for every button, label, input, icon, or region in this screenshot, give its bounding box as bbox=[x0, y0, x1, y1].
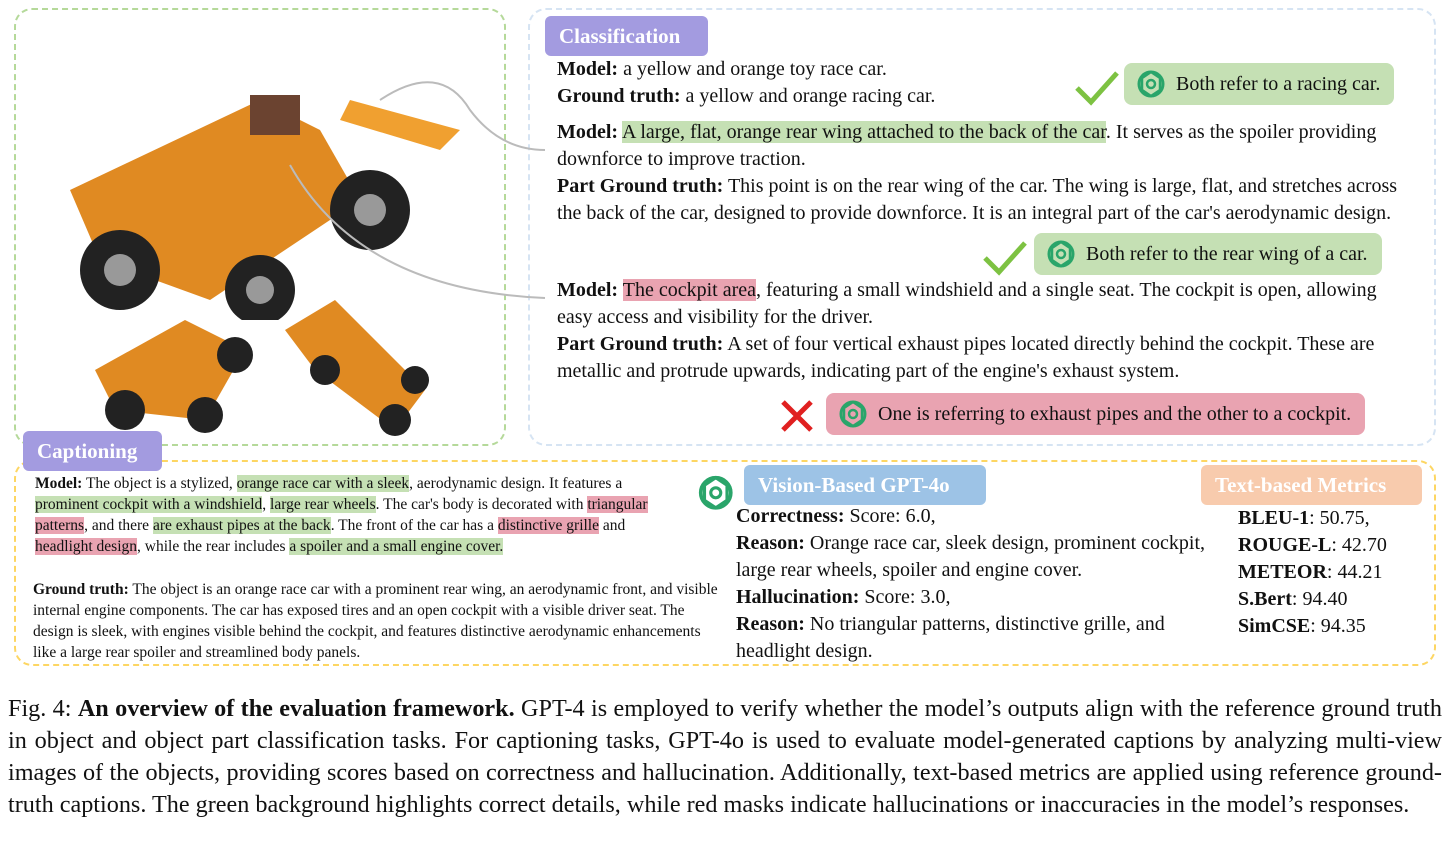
metric-item: METEOR: 44.21 bbox=[1238, 559, 1387, 586]
caption-text: . The front of the car has a bbox=[330, 517, 498, 534]
connector-lines bbox=[289, 81, 546, 299]
cross-icon bbox=[781, 400, 813, 432]
label: Part Ground truth: bbox=[557, 175, 724, 197]
verdict-text: Both refer to the rear wing of a car. bbox=[1086, 243, 1368, 265]
verdict-bubble-3: One is referring to exhaust pipes and th… bbox=[826, 393, 1366, 435]
metric-value: : 94.40 bbox=[1291, 588, 1348, 610]
caption-text: , bbox=[262, 496, 271, 513]
label: Part Ground truth: bbox=[557, 333, 724, 355]
metric-name: ROUGE-L bbox=[1238, 534, 1332, 556]
caption-ground-truth: Ground truth: The object is an orange ra… bbox=[33, 579, 723, 663]
highlight-incorrect: headlight design bbox=[35, 538, 138, 555]
model-text: a yellow and orange toy race car. bbox=[618, 58, 887, 80]
caption-text: The object is a stylized, bbox=[82, 475, 237, 492]
image-panel bbox=[14, 8, 506, 446]
gt-text: a yellow and orange racing car. bbox=[680, 85, 936, 107]
metric-item: SimCSE: 94.35 bbox=[1238, 613, 1387, 640]
caption-text: , aerodynamic design. It features a bbox=[409, 475, 623, 492]
check-icon bbox=[983, 241, 1027, 276]
gt-text: This point is on the rear wing of the ca… bbox=[557, 175, 1398, 224]
highlight-correct: large rear wheels bbox=[270, 496, 376, 513]
metric-value: : 44.21 bbox=[1326, 561, 1383, 583]
race-car-main-image bbox=[70, 95, 460, 320]
race-car-view-right bbox=[285, 300, 429, 436]
verdict-bubble-1: Both refer to a racing car. bbox=[1124, 63, 1395, 105]
caption-text: , while the rear includes bbox=[137, 538, 290, 555]
metric-name: METEOR bbox=[1238, 561, 1327, 583]
highlight-correct: orange race car with a sleek bbox=[236, 475, 410, 492]
race-car-view-left bbox=[95, 320, 253, 433]
label: Ground truth: bbox=[557, 85, 681, 107]
gpt-icon bbox=[1137, 70, 1165, 98]
verdict-text: One is referring to exhaust pipes and th… bbox=[878, 403, 1352, 425]
verdict-bubble-2: Both refer to the rear wing of a car. bbox=[1034, 233, 1382, 275]
label: Hallucination: bbox=[736, 586, 860, 608]
correctness-score: Score: 6.0, bbox=[844, 505, 936, 527]
highlight-incorrect: The cockpit area bbox=[622, 279, 756, 301]
hallucination-score: Score: 3.0, bbox=[859, 586, 951, 608]
text-metrics-tag: Text-based Metrics bbox=[1201, 465, 1422, 505]
label: Correctness: bbox=[736, 505, 845, 527]
classification-item-2: Model: A large, flat, orange rear wing a… bbox=[557, 119, 1417, 227]
classification-panel bbox=[528, 8, 1436, 446]
gpt-icon bbox=[839, 400, 867, 428]
label: Model: bbox=[557, 58, 619, 80]
caption-model-output: Model: The object is a stylized, orange … bbox=[35, 473, 675, 557]
metric-name: BLEU-1 bbox=[1238, 507, 1310, 529]
vision-evaluation: Correctness: Score: 6.0, Reason: Orange … bbox=[736, 503, 1226, 665]
captioning-tag: Captioning bbox=[23, 431, 162, 471]
label: Model: bbox=[35, 475, 83, 492]
check-icon bbox=[1075, 71, 1119, 106]
caption-text: and bbox=[599, 517, 626, 534]
metric-item: ROUGE-L: 42.70 bbox=[1238, 532, 1387, 559]
caption-text: . The car's body is decorated with bbox=[375, 496, 588, 513]
metric-name: SimCSE bbox=[1238, 615, 1311, 637]
highlight-correct: prominent cockpit with a windshield bbox=[35, 496, 263, 513]
figure-caption: Fig. 4: An overview of the evaluation fr… bbox=[8, 693, 1442, 821]
label: Model: bbox=[557, 279, 619, 301]
label: Ground truth: bbox=[33, 581, 129, 598]
highlight-incorrect: distinctive grille bbox=[497, 517, 599, 534]
gt-text: A set of four vertical exhaust pipes loc… bbox=[557, 333, 1375, 382]
classification-item-3: Model: The cockpit area, featuring a sma… bbox=[557, 277, 1417, 385]
highlight-correct: A large, flat, orange rear wing attached… bbox=[622, 121, 1106, 143]
verdict-text: Both refer to a racing car. bbox=[1176, 73, 1381, 95]
figure-label: Fig. 4: bbox=[8, 695, 72, 722]
figure-title: An overview of the evaluation framework. bbox=[77, 695, 515, 722]
classification-item-1: Model: a yellow and orange toy race car.… bbox=[557, 56, 935, 110]
metric-item: BLEU-1: 50.75, bbox=[1238, 505, 1387, 532]
gt-text: The object is an orange race car with a … bbox=[33, 581, 718, 661]
metric-value: : 42.70 bbox=[1331, 534, 1387, 556]
label: Reason: bbox=[736, 613, 805, 635]
metric-name: S.Bert bbox=[1238, 588, 1292, 610]
model-text: . It serves as the spoiler providing dow… bbox=[557, 121, 1377, 170]
gpt-icon bbox=[1047, 240, 1075, 268]
reason-text: Orange race car, sleek design, prominent… bbox=[736, 532, 1206, 581]
gpt-icon bbox=[698, 475, 733, 510]
reason-text: No triangular patterns, distinctive gril… bbox=[736, 613, 1165, 662]
metric-value: : 94.35 bbox=[1310, 615, 1366, 637]
highlight-correct: are exhaust pipes at the back bbox=[152, 517, 331, 534]
label: Reason: bbox=[736, 532, 805, 554]
classification-tag: Classification bbox=[545, 16, 708, 56]
figure-text: GPT-4 is employed to verify whether the … bbox=[8, 695, 1442, 818]
caption-text: , and there bbox=[84, 517, 153, 534]
model-text: , featuring a small windshield and a sin… bbox=[557, 279, 1377, 328]
highlight-correct: a spoiler and a small engine cover. bbox=[289, 538, 504, 555]
metric-item: S.Bert: 94.40 bbox=[1238, 586, 1387, 613]
metric-value: : 50.75, bbox=[1309, 507, 1370, 529]
vision-gpt-tag: Vision-Based GPT-4o bbox=[744, 465, 986, 505]
label: Model: bbox=[557, 121, 619, 143]
captioning-panel bbox=[14, 460, 1436, 666]
